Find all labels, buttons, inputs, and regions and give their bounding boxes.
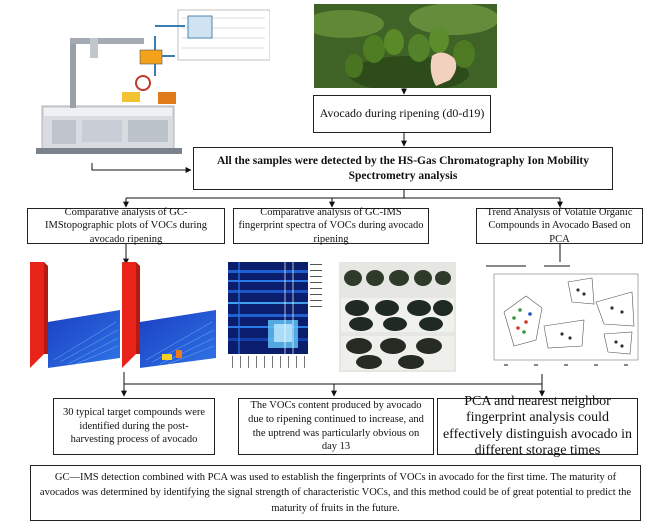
ripening-box: Avocado during ripening (d0-d19) <box>313 95 491 133</box>
arrow-instrument-to-detection <box>91 163 192 173</box>
result-vocs-trend-box: The VOCs content produced by avocado due… <box>238 398 434 455</box>
arrow-merge-bar <box>123 372 542 385</box>
conclusion-box: GC—IMS detection combined with PCA was u… <box>30 465 641 521</box>
gc-ims-instrument <box>30 8 271 163</box>
detection-box: All the samples were detected by the HS-… <box>193 147 613 190</box>
result-compounds-box: 30 typical target compounds were identif… <box>53 398 215 455</box>
analysis-fingerprint-box: Comparative analysis of GC-IMS fingerpri… <box>233 206 429 245</box>
analysis-topographic-label: Comparative analysis of GC-IMStopographi… <box>45 206 207 245</box>
result-vocs-trend-label: The VOCs content produced by avocado due… <box>248 400 424 453</box>
fingerprint-heatmap <box>228 262 325 370</box>
analysis-pca-box: Trend Analysis of Volatile Organic Compo… <box>476 206 643 245</box>
analysis-pca-label: Trend Analysis of Volatile Organic Compo… <box>486 206 633 245</box>
pca-scatter-plot <box>484 262 642 372</box>
avocado-tree-photo <box>314 4 497 88</box>
result-compounds-label: 30 typical target compounds were identif… <box>62 407 206 446</box>
detection-label: All the samples were detected by the HS-… <box>216 154 590 182</box>
result-pca-label: PCA and nearest neighbor fingerprint ana… <box>442 394 633 458</box>
analysis-fingerprint-label: Comparative analysis of GC-IMS fingerpri… <box>238 206 424 245</box>
ripening-label: Avocado during ripening (d0-d19) <box>319 106 485 121</box>
analysis-topographic-box: Comparative analysis of GC-IMStopographi… <box>27 206 225 245</box>
avocado-samples-photo <box>339 262 456 372</box>
conclusion-label: GC—IMS detection combined with PCA was u… <box>39 472 632 514</box>
result-pca-box: PCA and nearest neighbor fingerprint ana… <box>437 394 638 458</box>
topographic-plot <box>26 262 220 370</box>
